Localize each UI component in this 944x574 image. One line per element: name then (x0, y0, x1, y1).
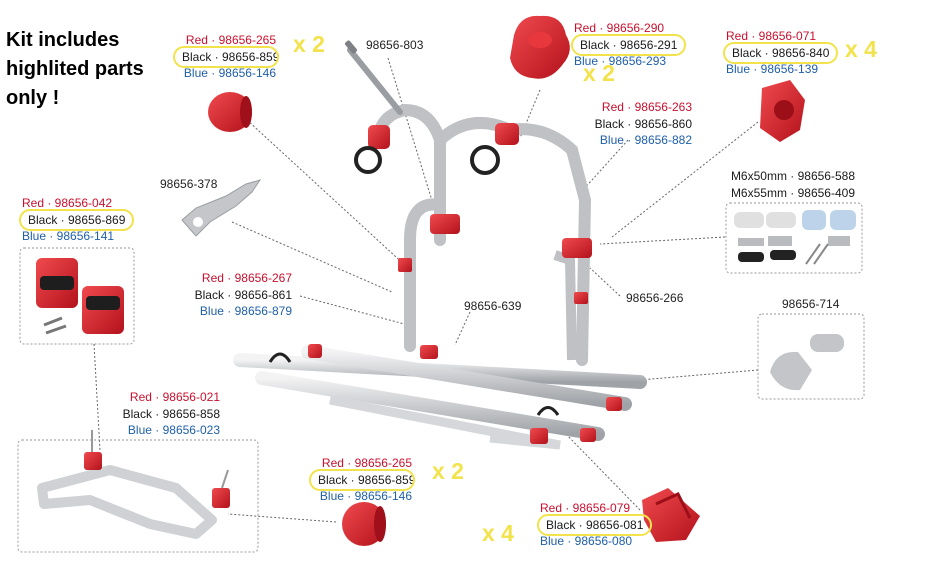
part-number-bracket: 98656-266 (626, 291, 684, 305)
blue-part-number: Blue · 98656-141 (22, 229, 115, 243)
label-group-knob: Red · 98656-290 Black · 98656-291 Blue ·… (570, 20, 687, 70)
label-group-wheel-holder: Red · 98656-021 Black · 98656-858 Blue ·… (120, 389, 220, 439)
wheel-holder-part (37, 430, 230, 539)
label-group-cap-upper: Red · 98656-265 Black · 98656-859 Blue ·… (173, 32, 279, 82)
label-group-upright: Red · 98656-267 Black · 98656-861 Blue ·… (190, 270, 292, 320)
part-number-bolt: 98656-803 (366, 38, 424, 52)
red-part-number: Red · 98656-267 (201, 271, 292, 285)
quantity-badge: x 4 (482, 520, 514, 546)
black-part-number-highlighted: Black · 98656-859 (173, 45, 279, 68)
red-part-number: Red · 98656-265 (185, 33, 276, 47)
red-part-number: Red · 98656-042 (22, 196, 113, 210)
quantity-badge: x 2 (432, 458, 464, 484)
screw-55-part-number: M6x55mm · 98656-409 (730, 185, 855, 200)
black-part-number-highlighted: Black · 98656-869 (18, 208, 135, 231)
black-part-number-highlighted: Black · 98656-081 (536, 513, 653, 536)
black-part-number: Black · 98656-860 (594, 116, 692, 131)
red-part-number: Red · 98656-021 (129, 390, 220, 404)
red-knob-part (510, 15, 570, 79)
label-group-cap-lower: Red · 98656-265 Black · 98656-859 Blue ·… (309, 455, 415, 505)
part-number-rail: 98656-639 (464, 299, 522, 313)
blue-part-number: Blue · 98656-146 (183, 66, 276, 80)
quantity-badge: x 4 (845, 36, 877, 62)
part-number-end-cap: 98656-714 (782, 297, 840, 311)
black-part-number: Black · 98656-858 (122, 406, 220, 421)
label-group-frame: Red · 98656-263 Black · 98656-860 Blue ·… (580, 99, 692, 149)
clamp-kit-box (19, 247, 135, 345)
black-part-number: Black · 98656-861 (194, 287, 292, 302)
blue-part-number: Blue · 98656-080 (540, 534, 633, 548)
screw-50-part-number: M6x50mm · 98656-588 (730, 169, 855, 183)
end-cap-parts (770, 334, 844, 391)
red-ratchet-part (760, 80, 805, 142)
red-part-number: Red · 98656-071 (726, 29, 817, 43)
clamp-kit-parts (36, 258, 124, 335)
leader-lines (93, 57, 759, 523)
label-group-ratchet: Red · 98656-071 Black · 98656-840 Blue ·… (722, 28, 839, 78)
red-part-number: Red · 98656-079 (540, 501, 631, 515)
screw-kit-parts (734, 210, 856, 265)
blue-part-number: Blue · 98656-879 (199, 304, 292, 318)
blue-part-number: Blue · 98656-882 (599, 133, 692, 147)
red-part-number: Red · 98656-265 (321, 456, 412, 470)
blue-part-number: Blue · 98656-023 (127, 423, 220, 437)
black-part-number-highlighted: Black · 98656-859 (309, 468, 415, 491)
black-part-number-highlighted: Black · 98656-840 (722, 41, 839, 64)
long-bolt-part (345, 40, 403, 115)
end-cap-box (757, 313, 865, 400)
kit-note: Kit includes highlited parts only ! (6, 29, 144, 109)
label-group-rail-end: Red · 98656-079 Black · 98656-081 Blue ·… (536, 500, 653, 550)
label-group-screws: M6x50mm · 98656-588 M6x55mm · 98656-409 (720, 168, 855, 201)
blue-part-number: Blue · 98656-139 (726, 62, 819, 76)
label-group-clamp: Red · 98656-042 Black · 98656-869 Blue ·… (18, 195, 135, 245)
screw-kit-box (725, 202, 863, 274)
blue-part-number: Blue · 98656-146 (319, 489, 412, 503)
wheel-holder-box (17, 439, 259, 553)
red-rail-end-part (642, 488, 700, 542)
part-number-holder: 98656-378 (160, 177, 218, 191)
blue-part-number: Blue · 98656-293 (574, 54, 667, 68)
red-part-number: Red · 98656-290 (574, 21, 665, 35)
black-part-number-highlighted: Black · 98656-291 (570, 33, 687, 56)
quantity-badge: x 2 (293, 31, 325, 57)
red-cap-part-upper (208, 92, 252, 132)
bike-rack-frame (233, 103, 647, 450)
red-cap-part-lower (342, 502, 386, 546)
quantity-badge: x 2 (583, 60, 615, 86)
grey-holder-part (181, 179, 262, 237)
red-part-number: Red · 98656-263 (601, 100, 692, 114)
